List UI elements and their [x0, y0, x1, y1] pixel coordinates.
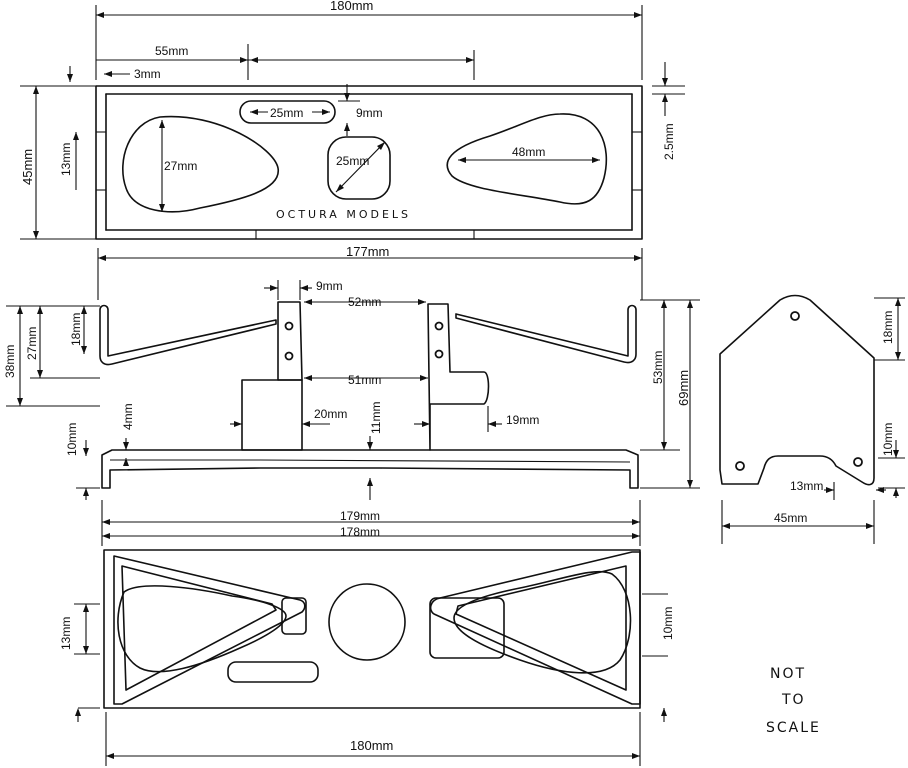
dim-plate-18: 18mm: [881, 311, 895, 344]
dim-plate-13: 13mm: [790, 479, 823, 493]
dim-top-177: 177mm: [346, 244, 389, 259]
scale-note: NOT TO SCALE: [766, 666, 821, 736]
side-base: [101, 449, 639, 489]
dim-side-9: 9mm: [316, 279, 343, 293]
dim-plate-10: 10mm: [881, 423, 895, 456]
note-line-3: SCALE: [766, 720, 821, 736]
dim-side-18: 18mm: [69, 313, 83, 346]
dim-top-25-side: 2.5mm: [662, 123, 676, 160]
left-post: [277, 301, 303, 381]
dim-top-13: 13mm: [59, 143, 73, 176]
dim-side-179: 179mm: [340, 509, 380, 523]
dim-top-45: 45mm: [20, 149, 35, 185]
dim-top-180: 180mm: [330, 0, 373, 13]
dim-top-3: 3mm: [134, 67, 161, 81]
dim-plate-45: 45mm: [774, 511, 807, 525]
dim-side-38: 38mm: [3, 345, 17, 378]
dim-side-178: 178mm: [340, 525, 380, 539]
top-center-circle: [327, 136, 391, 200]
bottom-center-circle: [328, 583, 406, 661]
dim-top-48: 48mm: [512, 145, 545, 159]
dim-side-11: 11mm: [369, 402, 383, 434]
note-line-2: TO: [781, 692, 806, 708]
bottom-plate-outline: [103, 549, 641, 709]
dim-top-25-slot: 25mm: [270, 106, 303, 120]
top-left-cutout: [122, 115, 279, 213]
dim-side-51: 51mm: [348, 373, 381, 387]
end-plate-outline: [719, 294, 875, 486]
dim-side-52: 52mm: [348, 295, 381, 309]
bottom-view: 13mm 10mm 180mm: [59, 549, 675, 766]
note-line-1: NOT: [770, 666, 806, 682]
dim-side-19: 19mm: [506, 413, 539, 427]
end-plate: 18mm 10mm 13mm 45mm: [719, 294, 905, 544]
right-post: [427, 303, 490, 451]
dim-top-55: 55mm: [155, 44, 188, 58]
dim-bottom-180: 180mm: [350, 738, 393, 753]
top-view: 180mm 55mm 3mm 45mm: [20, 0, 685, 300]
left-block: [241, 379, 303, 451]
dim-top-9: 9mm: [356, 106, 383, 120]
dim-top-25-circle: 25mm: [336, 154, 369, 168]
dim-side-20: 20mm: [314, 407, 347, 421]
top-plate-outline: [95, 85, 643, 240]
top-right-cutout: [446, 113, 608, 205]
dim-side-10: 10mm: [65, 423, 79, 456]
dim-side-69: 69mm: [676, 370, 691, 406]
dim-bottom-10: 10mm: [661, 607, 675, 640]
dim-side-53: 53mm: [651, 351, 665, 384]
dim-top-27: 27mm: [164, 159, 197, 173]
side-view: 9mm 52mm 51mm 20mm 11mm 19mm: [3, 279, 700, 546]
brand-text: OCTURA MODELS: [276, 208, 411, 221]
dim-side-27: 27mm: [25, 327, 39, 360]
dim-side-4: 4mm: [121, 403, 135, 430]
dim-bottom-13: 13mm: [59, 617, 73, 650]
bottom-slot: [227, 661, 319, 683]
top-slot: [239, 100, 336, 124]
